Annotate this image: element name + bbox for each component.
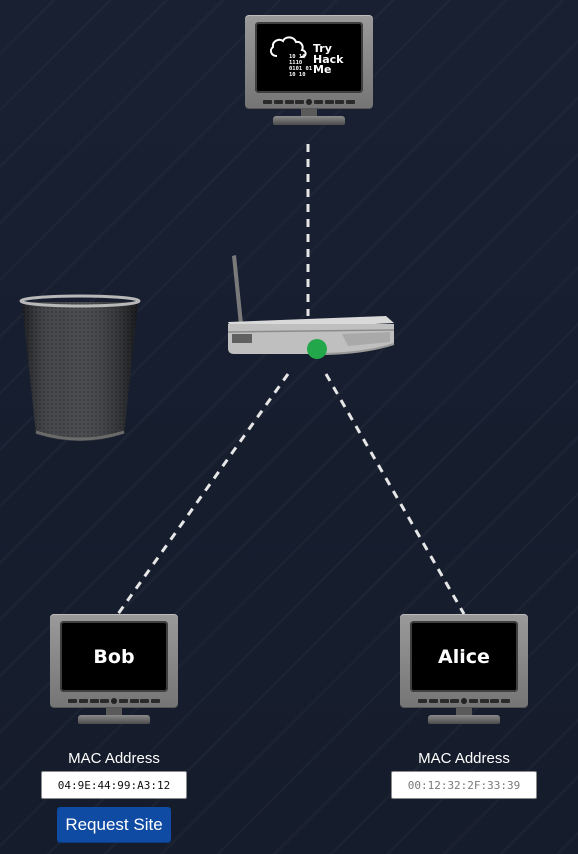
link-router-alice [324, 373, 466, 615]
router-icon [227, 255, 395, 359]
router-status-led [307, 339, 327, 359]
monitor-screen: 10 10 1110 0101 01 10 10 Try Hack Me [255, 22, 363, 93]
monitor-base [273, 116, 345, 125]
bob-mac-block: MAC Address [40, 750, 188, 799]
tryhackme-logo-icon [269, 36, 307, 58]
tryhackme-wordmark: Try Hack Me [313, 42, 363, 76]
monitor-controls [400, 694, 528, 708]
monitor-screen: Alice [410, 621, 518, 692]
wordmark-line: Try [313, 42, 332, 55]
monitor-base [428, 715, 500, 724]
trash-bin-icon [19, 294, 141, 441]
server-monitor: 10 10 1110 0101 01 10 10 Try Hack Me [245, 15, 373, 127]
monitor-controls [245, 95, 373, 109]
alice-mac-label: MAC Address [418, 750, 510, 767]
monitor-stand [106, 708, 122, 716]
monitor-base [78, 715, 150, 724]
wordmark-line: Hack [313, 52, 344, 66]
bob-mac-input[interactable] [41, 771, 187, 799]
binary-line: 1110 [289, 60, 303, 66]
binary-digits: 10 10 1110 0101 01 10 10 [289, 54, 315, 78]
alice-monitor: Alice [400, 614, 528, 726]
alice-screen-label: Alice [438, 645, 490, 668]
bob-screen-label: Bob [93, 645, 135, 668]
binary-line: 0101 01 [289, 66, 313, 72]
binary-line: 10 10 [289, 54, 306, 60]
monitor-stand [456, 708, 472, 716]
monitor-controls [50, 694, 178, 708]
monitor-stand [301, 109, 317, 117]
alice-mac-block: MAC Address [390, 750, 538, 799]
bob-monitor: Bob [50, 614, 178, 726]
request-site-button[interactable]: Request Site [57, 807, 171, 843]
wordmark-line: Me [313, 63, 332, 76]
alice-mac-input[interactable] [391, 771, 537, 799]
bob-mac-label: MAC Address [68, 750, 160, 767]
binary-line: 10 10 [289, 72, 306, 78]
link-router-bob [116, 373, 290, 615]
monitor-screen: Bob [60, 621, 168, 692]
